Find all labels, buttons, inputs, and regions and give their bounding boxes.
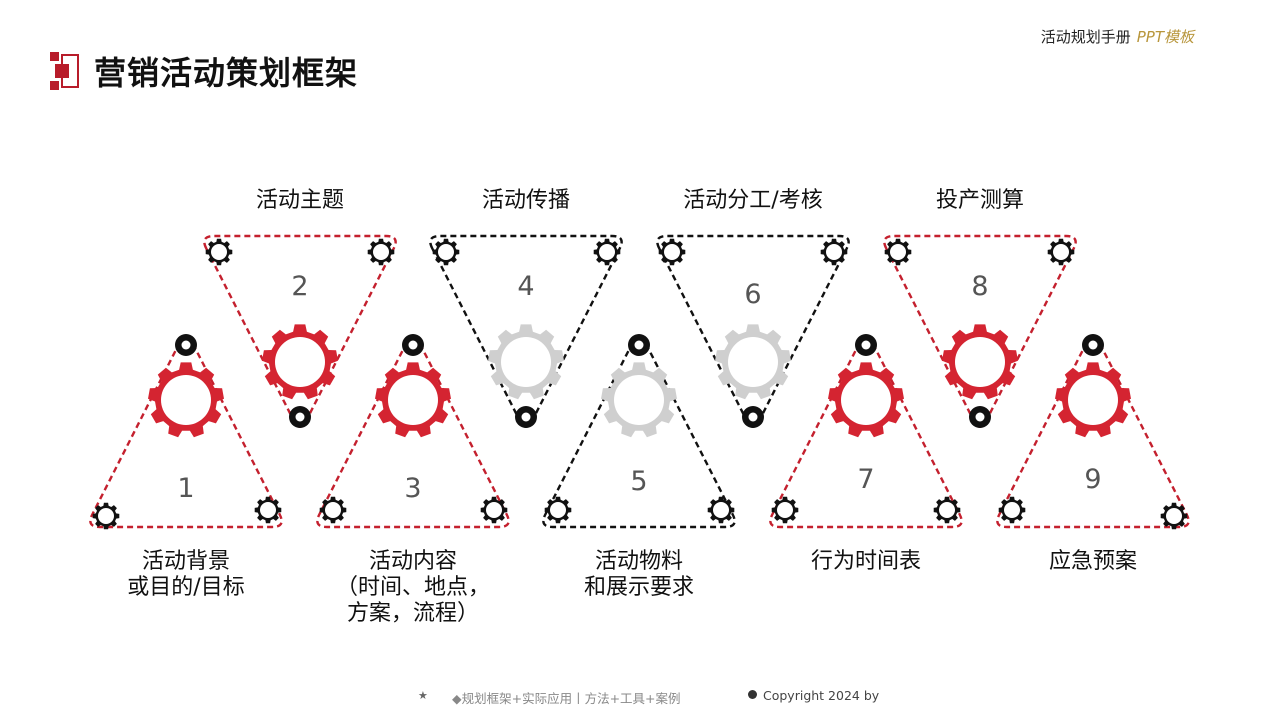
step-label: 行为时间表 xyxy=(811,549,921,574)
step-label: 活动主题 xyxy=(256,188,344,213)
step-6: 6 活动分工/考核 xyxy=(656,188,850,428)
step-label: 活动背景 xyxy=(142,549,230,574)
step-label: 方案，流程） xyxy=(347,601,479,626)
step-label: 活动内容 xyxy=(369,549,457,574)
step-label: （时间、地点， xyxy=(336,575,490,600)
step-label: 和展示要求 xyxy=(584,575,694,600)
brand-accent: PPT模板 xyxy=(1136,28,1194,46)
step-label: 活动传播 xyxy=(482,188,570,213)
step-label: 投产测算 xyxy=(936,188,1024,213)
step-number: 3 xyxy=(404,473,421,504)
step-number: 4 xyxy=(517,271,534,302)
step-label: 活动分工/考核 xyxy=(683,188,822,213)
page-title: 营销活动策划框架 xyxy=(94,54,359,92)
step-number: 6 xyxy=(744,279,761,310)
step-number: 2 xyxy=(291,271,308,302)
step-number: 9 xyxy=(1084,464,1101,495)
step-7: 7 行为时间表 xyxy=(769,334,963,574)
brand-main: 活动规划手册 xyxy=(1040,28,1131,46)
step-label: 应急预案 xyxy=(1049,549,1137,574)
dot-icon xyxy=(748,690,757,699)
step-4: 4 活动传播 xyxy=(429,188,623,428)
step-8: 8 投产测算 xyxy=(883,188,1077,428)
step-label: 活动物料 xyxy=(595,549,683,574)
step-9: 9 应急预案 xyxy=(996,334,1190,574)
step-number: 7 xyxy=(857,464,874,495)
step-2: 2 活动主题 xyxy=(203,188,397,428)
step-number: 5 xyxy=(630,466,647,497)
brand-header: 活动规划手册 PPT模板 xyxy=(1041,26,1194,47)
footer-tagline: ◆规划框架+实际应用丨方法+工具+案例 xyxy=(452,691,681,706)
footer-copyright: Copyright 2024 by xyxy=(763,688,880,703)
logo-icon xyxy=(50,52,79,90)
step-number: 1 xyxy=(177,473,194,504)
star-icon: ★ xyxy=(418,689,428,702)
step-label: 或目的/目标 xyxy=(127,575,244,600)
title-area: 营销活动策划框架 xyxy=(50,48,358,94)
step-3: 3 活动内容（时间、地点，方案，流程） xyxy=(316,334,510,626)
step-number: 8 xyxy=(971,271,988,302)
